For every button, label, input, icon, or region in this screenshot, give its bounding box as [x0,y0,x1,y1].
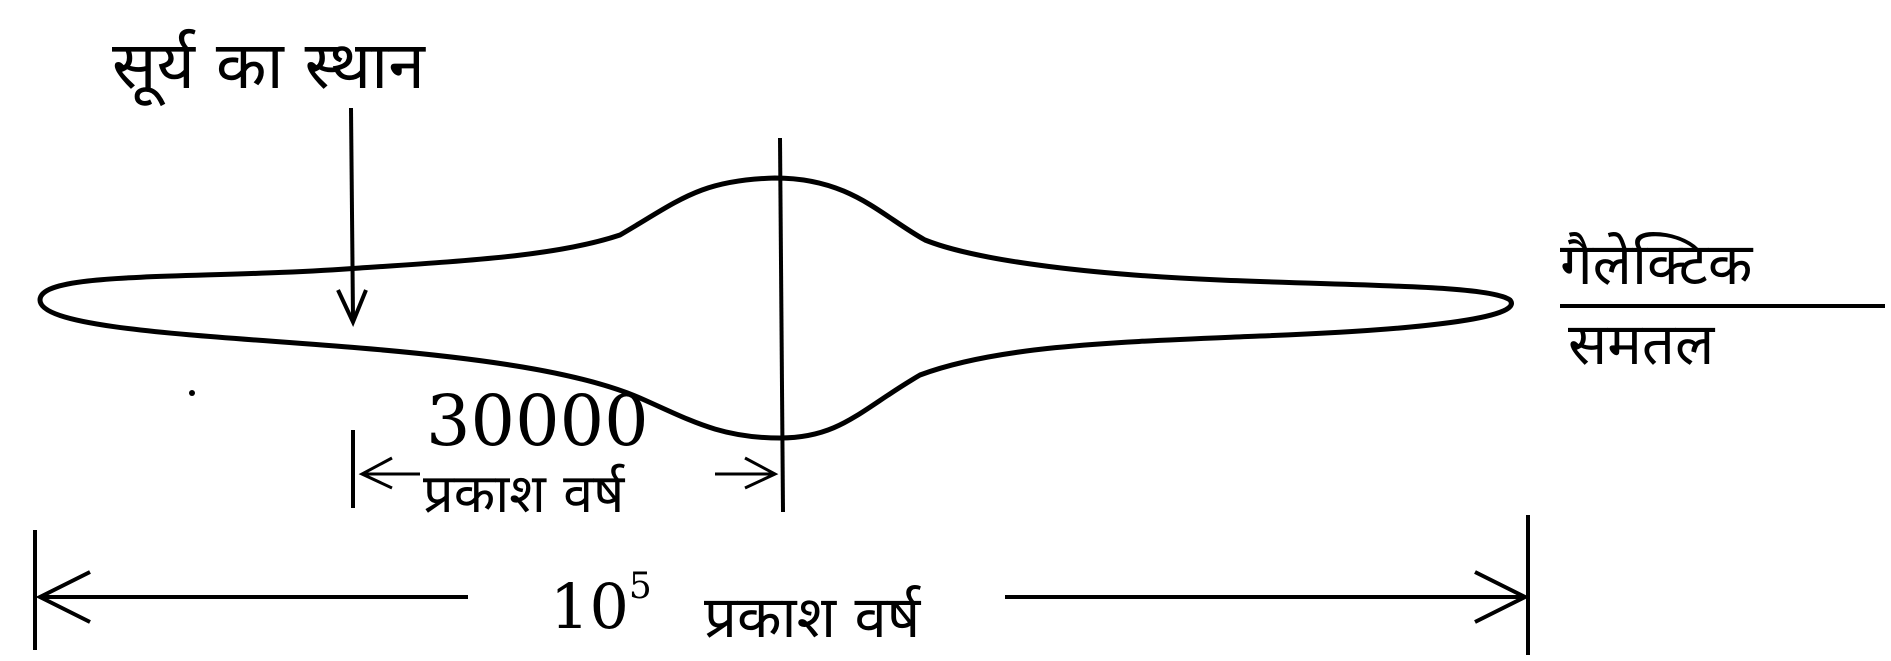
sun-position-label: सूर्य का स्थान [112,18,425,108]
diameter-exponent: 5 [629,566,652,607]
galactic-center-line [780,138,783,512]
diameter-unit: प्रकाश वर्ष [704,575,920,654]
diameter-value: 105 [550,570,652,643]
diameter-base: 10 [550,570,629,643]
galaxy-outline [40,178,1511,438]
sun-position-arrow [338,108,366,322]
sun-distance-value: 30000 [426,380,649,462]
galactic-plane-label-line2: समतल [1568,302,1714,381]
sun-distance-unit: प्रकाश वर्ष [423,454,624,528]
galactic-plane-label-line1: गैलेक्टिक [1560,222,1752,301]
stray-dot [189,390,195,396]
